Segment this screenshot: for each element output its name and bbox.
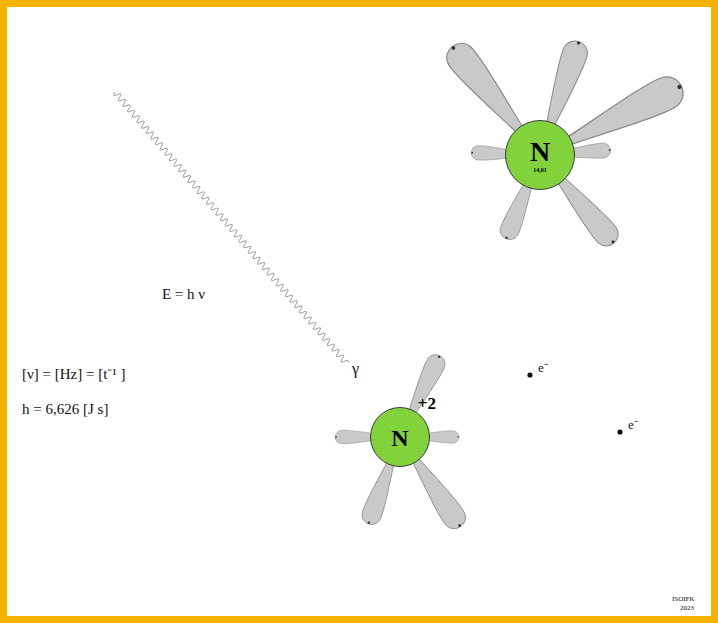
electron-dot xyxy=(527,372,532,377)
electron-label: e⁻ xyxy=(628,418,638,432)
watermark: 2023 xyxy=(680,605,694,613)
orbital-lobes-bottom xyxy=(335,352,470,533)
orbital-lobes-top xyxy=(441,37,689,251)
gamma-wave xyxy=(114,92,349,362)
atom-circle: N+2 xyxy=(370,407,430,467)
electron-dot xyxy=(617,429,622,434)
gamma-symbol: γ xyxy=(352,360,359,378)
charge-label: +2 xyxy=(418,395,436,412)
planck-constant: h = 6,626 [J s] xyxy=(22,401,108,418)
panel xyxy=(7,7,711,616)
element-symbol: N xyxy=(391,426,408,450)
gamma-wave-path xyxy=(114,92,349,362)
unit-formula: [ν] = [Hz] = [t⁻¹ ] xyxy=(22,366,126,383)
atom-circle: N14,01 xyxy=(505,120,575,190)
element-symbol: N xyxy=(530,138,550,166)
energy-formula: E = h ν xyxy=(162,286,205,303)
electrons xyxy=(527,372,622,434)
atomic-mass: 14,01 xyxy=(533,167,547,173)
electron-label: e⁻ xyxy=(538,361,548,375)
watermark: ISOIFK xyxy=(672,596,695,604)
